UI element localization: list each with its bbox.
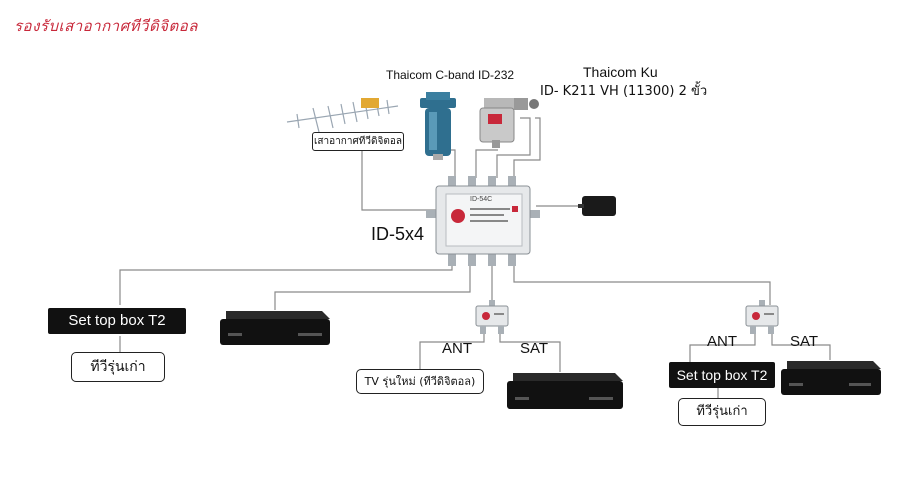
multiswitch-label: ID-5x4: [371, 224, 425, 244]
ku-lnb-label-line1: Thaicom Ku: [583, 64, 658, 80]
ku-lnb-label-line2: ID- K211 VH (11300) 2 ขั้ว: [540, 84, 708, 99]
right-ant-label: ANT: [707, 333, 737, 350]
left-old-tv-label: ทีวีรุ่นเก่า: [71, 352, 165, 382]
multiswitch-device-icon: [426, 176, 540, 266]
power-adapter-icon: [578, 196, 616, 216]
cband-lnb-label: Thaicom C-band ID-232: [386, 68, 515, 82]
middle-splitter-icon: [475, 300, 509, 334]
left-settop-box-icon: [220, 311, 330, 345]
middle-sat-label: SAT: [520, 340, 549, 357]
ku-lnb-icon: [479, 98, 539, 148]
right-stb-label: Set top box T2: [669, 362, 775, 388]
antenna-label: เสาอากาศทีวีดิจิตอล: [312, 132, 404, 151]
page-heading: รองรับเสาอากาศทีวีดิจิตอล: [14, 17, 198, 35]
multiswitch-model-text: ID-54C: [470, 196, 493, 203]
right-settop-box-icon: [781, 361, 881, 395]
middle-ant-label: ANT: [442, 340, 472, 357]
right-old-tv-label: ทีวีรุ่นเก่า: [678, 398, 766, 426]
left-stb-label: Set top box T2: [48, 308, 186, 334]
terrestrial-antenna-icon: [286, 98, 399, 133]
cband-lnb-icon: [420, 92, 456, 160]
middle-tv-label: TV รุ่นใหม่ (ทีวีดิจิตอล): [356, 369, 484, 394]
middle-settop-box-icon: [507, 373, 623, 409]
right-splitter-icon: [745, 300, 779, 334]
right-sat-label: SAT: [790, 333, 819, 350]
